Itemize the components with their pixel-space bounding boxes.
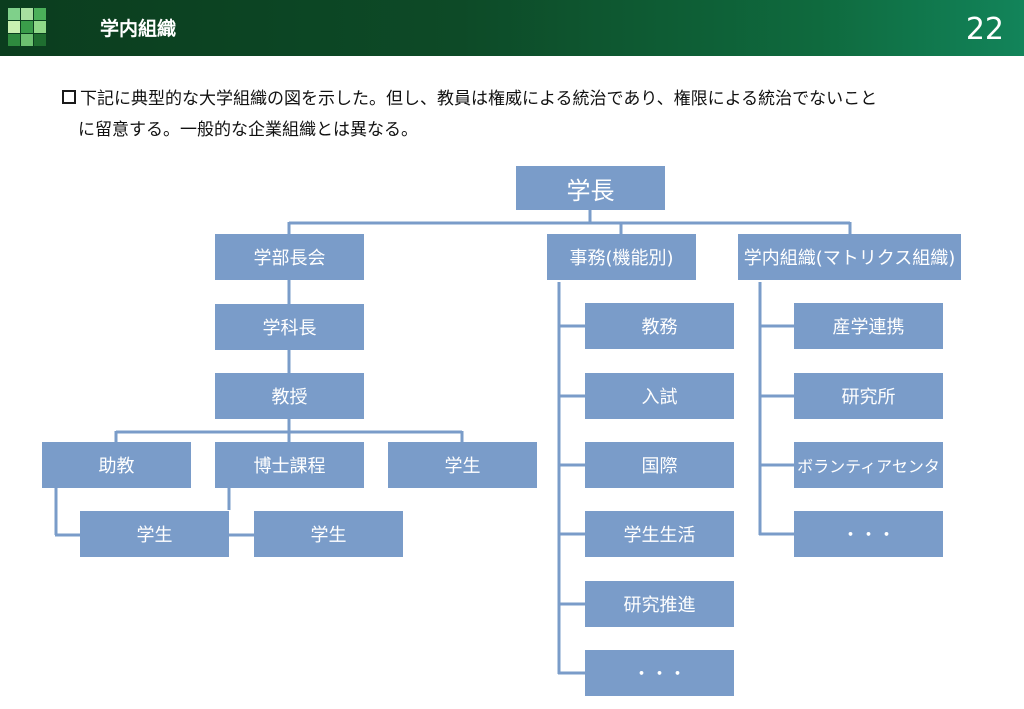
admin-item-box: 国際: [585, 442, 734, 488]
student-box-right: 学生: [388, 442, 537, 488]
student-box-left: 学生: [80, 511, 229, 557]
description: 下記に典型的な大学組織の図を示した。但し、教員は権威による統治であり、権限による…: [62, 84, 982, 146]
student-box-mid: 学生: [254, 511, 403, 557]
admin-title-box: 事務(機能別): [547, 234, 696, 280]
description-line2: に留意する。一般的な企業組織とは異なる。: [78, 120, 418, 140]
page-number: 22: [965, 12, 1004, 47]
slide-title: 学内組織: [100, 18, 177, 40]
admin-item-box: 教務: [585, 303, 734, 349]
logo-icon: [8, 8, 48, 48]
admin-item-box: 研究推進: [585, 581, 734, 627]
professor-box: 教授: [215, 373, 364, 419]
admin-item-box: 学生生活: [585, 511, 734, 557]
matrix-item-box: ボランティアセンタ: [794, 442, 943, 488]
admin-item-box: 入試: [585, 373, 734, 419]
dept-head-box: 学科長: [215, 304, 364, 350]
description-line1: 下記に典型的な大学組織の図を示した。但し、教員は権威による統治であり、権限による…: [80, 89, 878, 109]
matrix-item-box: 産学連携: [794, 303, 943, 349]
matrix-item-box: ・・・: [794, 511, 943, 557]
matrix-item-box: 研究所: [794, 373, 943, 419]
slide-header: 学内組織 22: [0, 0, 1024, 56]
assistant-prof-box: 助教: [42, 442, 191, 488]
bullet-square-icon: [62, 90, 76, 104]
faculty-council-box: 学部長会: [215, 234, 364, 280]
president-box: 学長: [516, 166, 665, 210]
admin-item-box: ・・・: [585, 650, 734, 696]
doctoral-box: 博士課程: [215, 442, 364, 488]
matrix-title-box: 学内組織(マトリクス組織): [738, 234, 961, 280]
